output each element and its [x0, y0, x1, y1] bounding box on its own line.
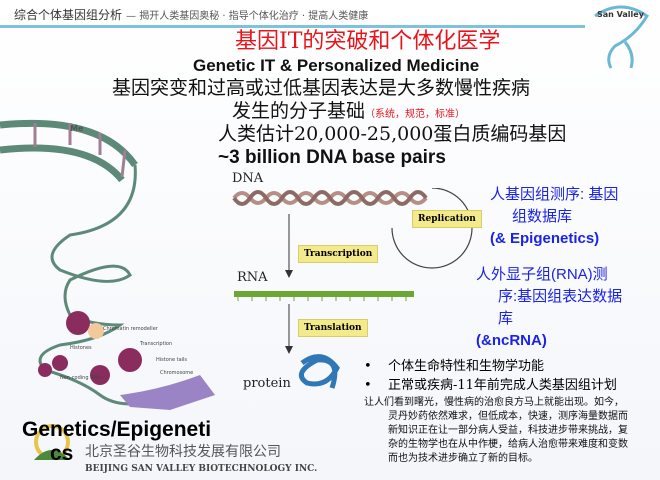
- exome-sequencing-note: 人外显子组(RNA)测 序:基因组表达数据 库 (&ncRNA): [476, 264, 622, 352]
- logo-text: San Valley: [597, 10, 644, 19]
- header-divider: [0, 25, 585, 28]
- blue-line: (& Epigenetics): [490, 230, 600, 247]
- protein-label: protein: [243, 376, 291, 391]
- rna-label: RNA: [237, 270, 268, 285]
- blue-line: 人外显子组(RNA)测: [476, 266, 608, 283]
- line-2-text: 发生的分子基础: [232, 100, 366, 122]
- chromatin-label: Chromatin remodeller: [103, 326, 158, 332]
- paragraph-line: 灵丹妙药依然难求，但低成本，快速，测序海量数据而: [388, 411, 628, 422]
- bullet-item: •正常或疾病-11年前完成人类基因组计划: [364, 378, 617, 393]
- paragraph-line: 杂的生物学也在从中作梗，给病人治愈带来难度和变数: [388, 439, 628, 450]
- genetics-epigenetics-label: Genetics/Epigeneti cs: [22, 418, 211, 466]
- line-1: 基因突变和过高或过低基因表达是大多数慢性疾病: [112, 77, 531, 99]
- line-4: ~3 billion DNA base pairs: [218, 147, 446, 168]
- blue-line: 人基因组测序: 基因: [490, 186, 619, 203]
- transcription-box: Transcription: [298, 245, 379, 263]
- histone-tails-label: Histone tails: [156, 357, 188, 363]
- section-title: 综合个体基因组分析: [14, 8, 123, 22]
- blue-line: 库: [498, 310, 514, 327]
- replication-box: Replication: [412, 210, 482, 228]
- bullet-item: •个体生命特性和生物学功能: [364, 359, 545, 374]
- bullet-text: 正常或疾病-11年前完成人类基因组计划: [388, 378, 617, 393]
- header: 综合个体基因组分析— 揭开人类基因奥秘 · 指导个体化治疗 · 提高人类健康: [14, 6, 368, 23]
- line-2: 发生的分子基础（系统，规范，标准）: [232, 100, 465, 126]
- chromosome-label: Chromosome: [160, 370, 194, 376]
- blue-line: (&ncRNA): [476, 332, 547, 349]
- footer-label-line: Genetics/Epigeneti: [22, 418, 212, 441]
- header-subtitle: — 揭开人类基因奥秘 · 指导个体化治疗 · 提高人类健康: [126, 11, 369, 22]
- transcription-label-small: Transcription: [140, 341, 173, 347]
- company-name-cn: 北京圣谷生物科技发展有限公司: [85, 444, 281, 460]
- paragraph-line: 让人们看到曙光，慢性病的治愈良方马上就能出现。如今，: [364, 397, 624, 408]
- san-valley-logo: San Valley: [585, 2, 657, 72]
- paragraph-line: 而也为技术进步确立了新的目标。: [388, 453, 538, 464]
- title-en: Genetic IT & Personalized Medicine: [193, 56, 480, 75]
- company-name-en: BEIJING SAN VALLEY BIOTECHNOLOGY INC.: [85, 464, 318, 474]
- blue-line: 序:基因组表达数据: [498, 288, 623, 305]
- ncrna-label: Non-coding RNAs: [60, 375, 104, 381]
- central-dogma-diagram: [232, 188, 473, 389]
- title-cn: 基因IT的突破和个体化医学: [235, 29, 501, 54]
- blue-line: 组数据库: [512, 208, 573, 225]
- dna-label: DNA: [232, 171, 264, 186]
- translation-box: Translation: [298, 319, 368, 337]
- paragraph-line: 新知识正在让一部分病人受益，科技进步带来挑战，复: [388, 425, 628, 436]
- genome-sequencing-note: 人基因组测序: 基因 组数据库 (& Epigenetics): [490, 184, 618, 250]
- paragraph: 让人们看到曙光，慢性病的治愈良方马上就能出现。如今， 灵丹妙药依然难求，但低成本…: [364, 396, 628, 466]
- epigenetics-illustration: [0, 119, 215, 410]
- me-label: Me: [70, 124, 84, 133]
- bullet-list: •个体生命特性和生物学功能 •正常或疾病-11年前完成人类基因组计划: [364, 357, 617, 395]
- footer-label-line: cs: [50, 442, 74, 465]
- histones-label: Histones: [70, 345, 92, 351]
- bullet-text: 个体生命特性和生物学功能: [388, 359, 545, 374]
- line-2-note: （系统，规范，标准）: [365, 109, 466, 120]
- company-logo-icon: [30, 420, 75, 475]
- line-3: 人类估计20,000-25,000蛋白质编码基因: [218, 123, 567, 145]
